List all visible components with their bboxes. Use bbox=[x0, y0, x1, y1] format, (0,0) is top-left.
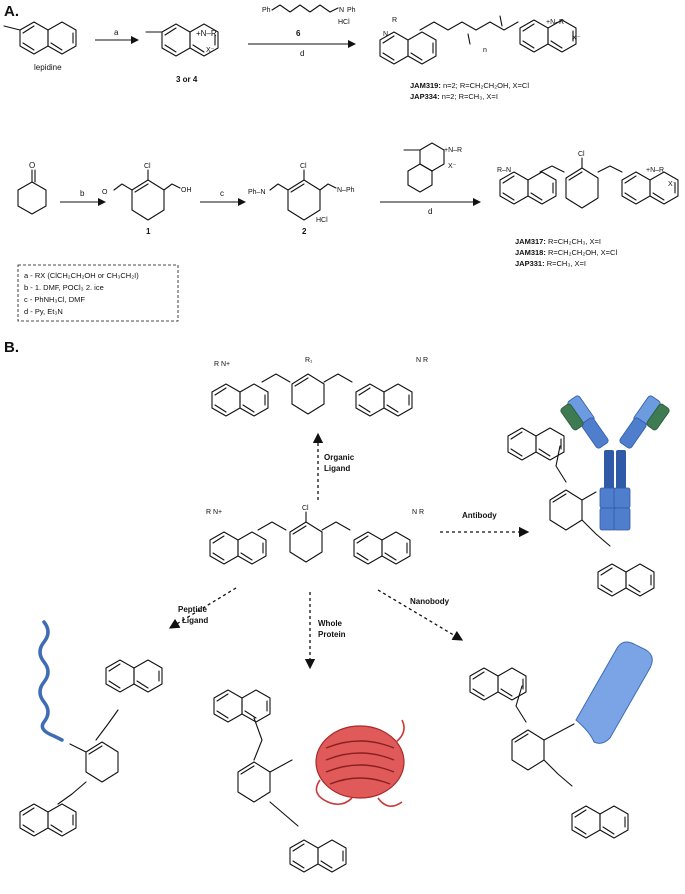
step-d-top-label: d bbox=[300, 49, 304, 58]
compound-3-or-4-label: 3 or 4 bbox=[176, 75, 198, 84]
product-jam317: JAM317: R=CH₂CH₃, X=I bbox=[515, 237, 601, 246]
antibody-conjugate-dye bbox=[507, 427, 655, 597]
step-a-label: a bbox=[114, 28, 119, 37]
top-product-r-left: R bbox=[392, 17, 397, 24]
step-c-label: c bbox=[220, 189, 224, 198]
legend-line-c: c - PhNH₃Cl, DMF bbox=[24, 295, 85, 304]
product-polymethine-top bbox=[379, 15, 577, 65]
lepidine-label: lepidine bbox=[34, 63, 62, 72]
quinolinium-salt-structure bbox=[145, 23, 219, 57]
center-dye-n-right: N R bbox=[412, 509, 424, 516]
protein-conjugate-dye bbox=[213, 689, 347, 873]
product-jap334: JAP334: n=2; R=CH₃, X=I bbox=[410, 92, 498, 101]
reagent-6-hcl: HCl bbox=[338, 19, 350, 26]
cyclohexanone-structure bbox=[17, 169, 47, 215]
top-product-n-right: +N‒R bbox=[546, 19, 564, 26]
label-organic: Organic bbox=[324, 453, 355, 462]
panel-a-label: A. bbox=[4, 3, 19, 20]
nanobody-conjugate-dye bbox=[469, 667, 629, 839]
top-dye-r1: R₁ bbox=[305, 357, 313, 364]
compound-2-label: 2 bbox=[302, 227, 307, 236]
legend-line-d: d - Py, Et₃N bbox=[24, 307, 63, 316]
bottom-product-n-left: R‒N bbox=[497, 167, 511, 174]
bottom-product-cl: Cl bbox=[578, 151, 585, 158]
step-d-bottom-label: d bbox=[428, 207, 432, 216]
reagent-6-label: 6 bbox=[296, 29, 301, 38]
center-dye-cl: Cl bbox=[302, 505, 309, 512]
label-peptide-ligand: Ligand bbox=[182, 616, 208, 625]
peptide-chain-icon bbox=[38, 620, 64, 742]
svg-text:Ph: Ph bbox=[347, 7, 356, 14]
bottom-product-n-right: +N‒R bbox=[646, 167, 664, 174]
ketone-o-label: O bbox=[29, 161, 35, 170]
label-antibody: Antibody bbox=[462, 511, 497, 520]
arrow-peptide-ligand bbox=[168, 587, 237, 629]
label-whole: Whole bbox=[318, 619, 343, 628]
svg-text:Ph: Ph bbox=[262, 7, 271, 14]
dye-center bbox=[209, 511, 411, 565]
peptide-conjugate-dye bbox=[19, 659, 163, 837]
bottom-product-x: X⁻ bbox=[668, 181, 677, 188]
salt-n-label: +N‒R bbox=[196, 29, 217, 38]
step-b-label: b bbox=[80, 189, 85, 198]
compound-2-structure bbox=[269, 169, 337, 221]
top-product-n-subscript: n bbox=[483, 47, 487, 54]
label-peptide: Peptide bbox=[178, 605, 207, 614]
product-jap331: JAP331: R=CH₃, X=I bbox=[515, 259, 586, 268]
compound-2-ph-left: Ph‒N bbox=[248, 189, 266, 196]
reagent-6-structure: Ph N Ph bbox=[262, 4, 356, 14]
compound-1-cl: Cl bbox=[144, 163, 151, 170]
reagent-legend-box bbox=[17, 264, 179, 322]
lepidine-structure bbox=[3, 21, 77, 55]
antibody-icon bbox=[560, 395, 670, 531]
compound-2-cl: Cl bbox=[300, 163, 307, 170]
label-nanobody: Nanobody bbox=[410, 597, 450, 606]
top-product-n-left: N bbox=[383, 31, 388, 38]
label-protein: Protein bbox=[318, 630, 346, 639]
product-heptamethine-bottom bbox=[499, 157, 679, 209]
legend-line-b: b - 1. DMF, POCl₃ 2. ice bbox=[24, 283, 104, 292]
compound-1-label: 1 bbox=[146, 227, 151, 236]
compound-2-nhph: N‒Ph bbox=[337, 187, 355, 194]
bottom-products-list: JAM317: R=CH₂CH₃, X=I JAM318: R=CH₂CH₂OH… bbox=[515, 237, 617, 268]
panel-b-label: B. bbox=[4, 339, 19, 356]
top-dye-n-plus: R N+ bbox=[214, 361, 230, 368]
compound-1-o: O bbox=[102, 189, 108, 196]
compound-1-oh: OH bbox=[181, 187, 192, 194]
legend-line-a: a - RX (ClCH₂CH₂OH or CH₃CH₂I) bbox=[24, 271, 139, 280]
product-jam319: JAM319: n=2; R=CH₂CH₂OH, X=Cl bbox=[410, 81, 529, 90]
top-dye-n-right: N R bbox=[416, 357, 428, 364]
label-ligand: Ligand bbox=[324, 464, 350, 473]
svg-text:N: N bbox=[339, 7, 344, 14]
nanobody-icon bbox=[575, 641, 653, 744]
dye-organic-ligand bbox=[211, 373, 413, 417]
reagent-3-or-4-x: X⁻ bbox=[448, 163, 457, 170]
salt-x-label: X⁻ bbox=[206, 47, 215, 54]
center-dye-n-plus: R N+ bbox=[206, 509, 222, 516]
reagent-3-or-4-n: +N‒R bbox=[444, 147, 462, 154]
protein-beta-barrel-icon bbox=[315, 719, 405, 807]
top-product-x: X⁻ bbox=[572, 35, 581, 42]
compound-1-structure bbox=[113, 169, 181, 221]
arrow-nanobody bbox=[377, 589, 464, 641]
top-products-list: JAM319: n=2; R=CH₂CH₂OH, X=Cl JAP334: n=… bbox=[410, 81, 529, 101]
reagent-3-or-4-structure bbox=[403, 142, 445, 193]
compound-2-hcl: HCl bbox=[316, 217, 328, 224]
product-jam318: JAM318: R=CH₂CH₂OH, X=Cl bbox=[515, 248, 617, 257]
